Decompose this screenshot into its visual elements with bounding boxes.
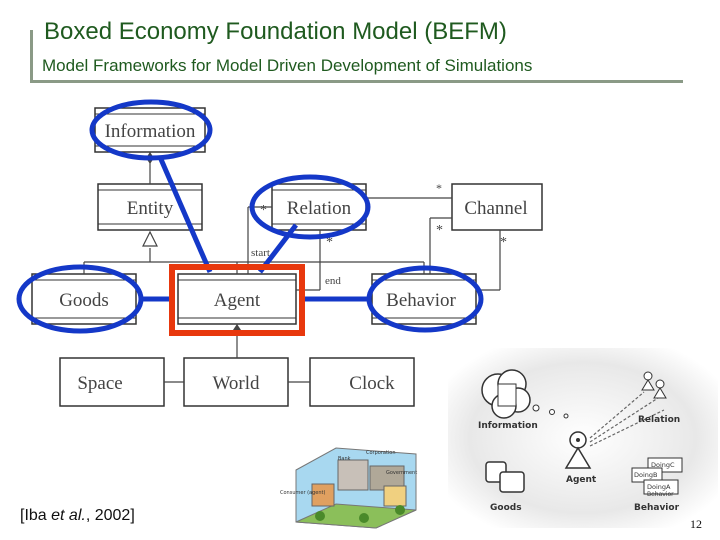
class-box-clock [309,357,415,407]
citation-prefix: [Iba [20,507,52,524]
behavior-tags-icon [631,457,683,495]
illus-doing-a: DoingA [647,483,671,491]
class-box-channel [451,183,543,231]
illus-label-relation: Relation [638,415,680,425]
agent-figure-icon [564,431,592,469]
citation-suffix: , 2002] [85,507,135,524]
connector-information-agent [157,156,213,273]
class-information: Information [105,121,196,142]
town-label-consumer: Consumer (agent) [280,490,325,496]
befm-illustration: Information Agent Relation Goods DoingC … [448,348,718,528]
town-box-illustration: Corporation Bank Government Consumer (ag… [280,447,417,529]
information-cloud-icon [481,369,531,419]
mult-agent-end: * [326,235,333,250]
class-goods: Goods [59,290,109,311]
class-box-information [94,107,206,153]
class-agent: Agent [214,290,261,311]
illus-doing-c: DoingC [651,461,675,469]
class-box-agent [177,273,297,325]
highlight-information [89,99,213,161]
highlight-goods [16,264,144,334]
highlight-relation [249,174,371,240]
mult-channel-bottom: * [500,235,507,250]
citation: [Iba et al., 2002] [20,507,135,525]
illus-label-information: Information [478,421,538,431]
class-relation: Relation [287,198,352,219]
town-label-corporation: Corporation [366,450,396,456]
class-entity: Entity [127,198,174,219]
town-label-government: Government [386,470,417,476]
citation-italic: et al. [51,507,86,524]
relation-people-icon [641,371,667,399]
highlight-agent [169,264,305,336]
mult-relation-left: * [260,203,267,218]
illus-doing-b: DoingB [634,471,658,479]
highlight-behavior [366,265,484,333]
illus-label-goods: Goods [490,503,522,513]
label-end: end [325,275,341,287]
class-box-space [59,357,165,407]
illus-label-behavior: Behavior [634,503,680,513]
slide-subtitle: Model Frameworks for Model Driven Develo… [42,56,533,75]
page-number: 12 [690,517,702,531]
class-space: Space [77,373,122,394]
class-channel: Channel [464,198,527,219]
label-start: start [251,247,270,259]
class-behavior: Behavior [386,290,456,311]
slide-title: Boxed Economy Foundation Model (BEFM) [44,18,507,45]
class-clock: Clock [349,373,395,394]
illus-behavior-tag: Behavior [647,491,674,498]
class-box-goods [31,273,137,325]
town-label-bank: Bank [338,456,351,462]
class-world: World [212,373,260,394]
class-box-world [183,357,289,407]
mult-channel-top: * [436,181,442,195]
illus-label-agent: Agent [566,475,597,485]
goods-boxes-icon [485,461,525,493]
class-box-behavior [371,273,477,325]
title-bracket [30,30,683,83]
mult-channel-left: * [436,223,443,238]
